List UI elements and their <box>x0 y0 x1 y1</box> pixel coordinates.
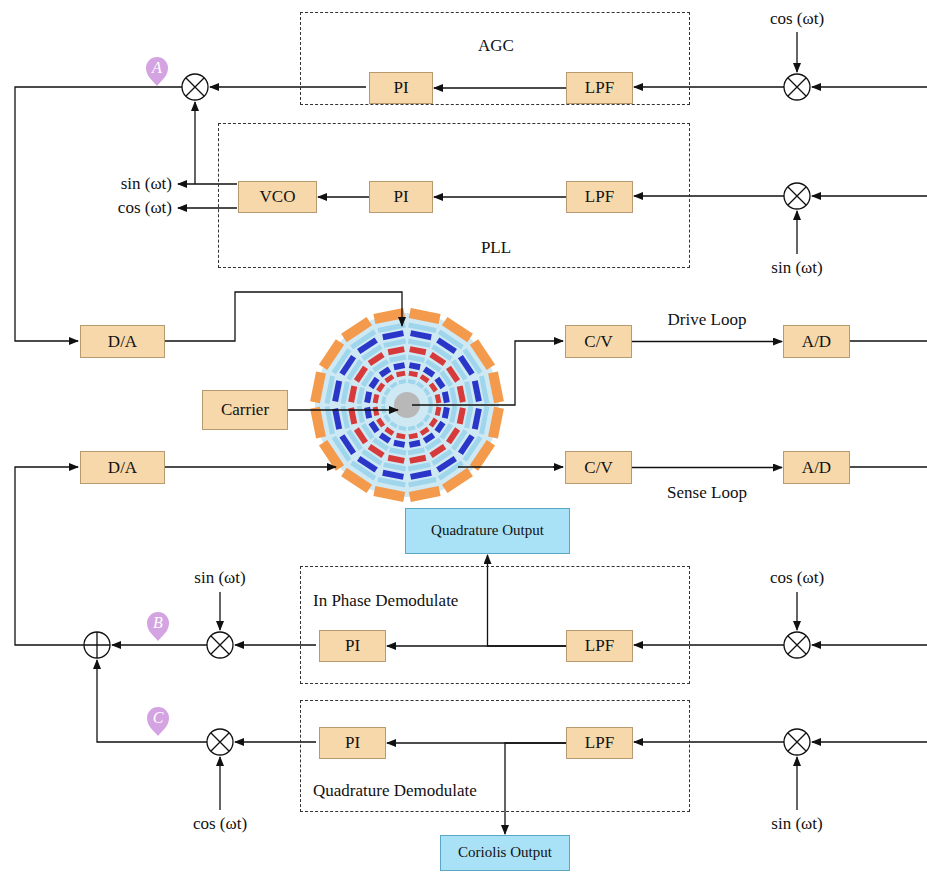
adc-box: A/D <box>783 451 850 484</box>
low-pass-filter: LPF <box>566 72 633 104</box>
vco-box: VCO <box>238 181 317 213</box>
adc-box: A/D <box>783 325 850 358</box>
pll-group: PLL VCO PI LPF <box>218 123 690 268</box>
box-label: LPF <box>585 78 614 98</box>
box-label: Carrier <box>221 400 269 420</box>
group-heading: AGC <box>478 36 514 56</box>
signal-label: sin (ωt) <box>771 814 822 834</box>
group-heading: In Phase Demodulate <box>313 591 458 611</box>
signal-connector <box>632 341 782 342</box>
demodulator-group: Quadrature Demodulate PI LPF <box>300 700 690 812</box>
pi-controller: PI <box>319 727 386 759</box>
loop-label: Sense Loop <box>665 483 749 503</box>
signal-label: sin (ωt) <box>194 568 245 588</box>
box-label: A/D <box>802 332 831 352</box>
cv-converter: C/V <box>565 325 632 358</box>
box-label: Coriolis Output <box>458 844 552 861</box>
signal-label: cos (ωt) <box>770 9 824 29</box>
callout-letter: B <box>153 614 163 632</box>
signal-label: sin (ωt) <box>121 174 172 194</box>
low-pass-filter: LPF <box>566 727 633 759</box>
signal-connector <box>318 196 369 197</box>
pi-controller: PI <box>369 72 433 104</box>
box-label: PI <box>345 733 360 753</box>
demodulator-group: In Phase DemodulatePI LPF <box>300 566 690 684</box>
box-label: PI <box>393 78 408 98</box>
low-pass-filter: LPF <box>566 630 633 662</box>
signal-label: cos (ωt) <box>193 814 247 834</box>
dac-box: D/A <box>80 451 165 484</box>
multiplier-symbol <box>84 74 810 755</box>
box-label: C/V <box>584 458 612 478</box>
box-label: VCO <box>260 187 296 207</box>
output-box: Coriolis Output <box>440 835 570 871</box>
signal-label: sin (ωt) <box>771 258 822 278</box>
signal-connector <box>488 555 567 646</box>
signal-label: cos (ωt) <box>770 568 824 588</box>
loop-label: Drive Loop <box>666 310 749 330</box>
summer-symbol <box>84 632 110 658</box>
callout-letter: C <box>153 709 164 727</box>
box-label: A/D <box>802 458 831 478</box>
cv-converter: C/V <box>565 451 632 484</box>
carrier-box: Carrier <box>202 390 288 430</box>
signal-connector <box>434 196 566 197</box>
pi-controller: PI <box>369 181 433 213</box>
box-label: LPF <box>585 636 614 656</box>
pi-controller: PI <box>319 630 386 662</box>
box-label: D/A <box>108 458 137 478</box>
box-label: C/V <box>584 332 612 352</box>
output-box: Quadrature Output <box>405 508 570 554</box>
box-label: PI <box>345 636 360 656</box>
dac-box: D/A <box>80 325 165 358</box>
signal-connector <box>505 743 566 834</box>
group-heading: Quadrature Demodulate <box>313 781 477 801</box>
low-pass-filter: LPF <box>566 181 633 213</box>
box-label: LPF <box>585 187 614 207</box>
signal-connector <box>434 87 566 88</box>
signal-connector <box>632 467 782 468</box>
callout-pin <box>146 57 169 736</box>
group-heading: PLL <box>481 238 511 258</box>
signal-label: cos (ωt) <box>118 198 172 218</box>
box-label: PI <box>393 187 408 207</box>
box-label: Quadrature Output <box>431 522 544 539</box>
callout-letter: A <box>152 59 162 77</box>
box-label: LPF <box>585 733 614 753</box>
box-label: D/A <box>108 332 137 352</box>
agc-group: AGC PI LPF <box>300 12 690 105</box>
